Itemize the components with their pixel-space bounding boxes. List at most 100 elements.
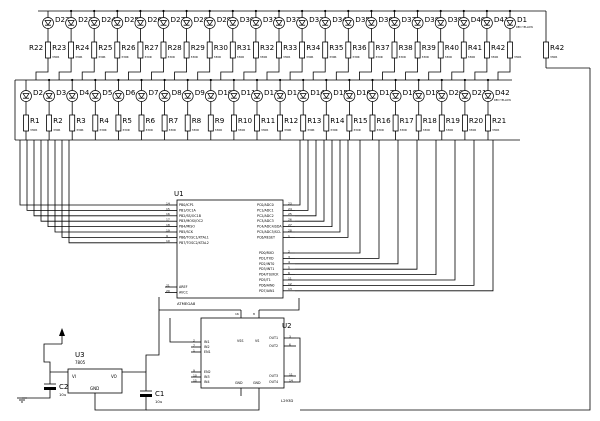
led-d19[interactable]: D19 (412, 88, 441, 102)
led-d5[interactable]: D5 (89, 88, 113, 102)
led-d24[interactable]: D24 (88, 15, 117, 29)
led-d35[interactable]: D35 (342, 15, 370, 29)
led-d34[interactable]: D34 (319, 15, 348, 29)
led-d22[interactable]: D22 (42, 15, 70, 29)
capacitor-c1[interactable]: C1 10u (140, 390, 164, 404)
led-d10[interactable]: D10 (204, 88, 233, 102)
led-d39[interactable]: D39 (434, 15, 463, 29)
led-d38[interactable]: D38 (411, 15, 440, 29)
resistor-body (229, 41, 236, 59)
wire (295, 140, 399, 265)
led-d37[interactable]: D37 (388, 15, 416, 29)
led-d25[interactable]: D25 (111, 15, 139, 29)
led-d12[interactable]: D12 (251, 88, 279, 102)
resistor-ref: R42 (550, 43, 564, 52)
led-d33[interactable]: D33 (296, 15, 324, 29)
led-d15[interactable]: D15 (320, 88, 348, 102)
led-d2[interactable]: D2 (20, 88, 44, 102)
driver-gnd-label: GND (253, 381, 261, 385)
led-d23[interactable]: D23 (65, 15, 93, 29)
led-d21[interactable]: D21 (459, 88, 487, 102)
led-d32[interactable]: D32 (273, 15, 301, 29)
regulator-u3[interactable]: U3 7805 VI VO GND (67, 351, 123, 394)
led-d36[interactable]: D36 (365, 15, 394, 29)
resistor-value: 330R (283, 55, 290, 59)
led-d3[interactable]: D3 (43, 88, 67, 102)
led-d20[interactable]: D20 (435, 88, 464, 102)
led-d29[interactable]: D29 (203, 15, 232, 29)
led-d28[interactable]: D28 (180, 15, 209, 29)
junction-dot (439, 9, 442, 13)
capacitor-c2[interactable]: C2 10u (44, 383, 68, 397)
led-d4[interactable]: D4 (66, 88, 90, 102)
led-d6[interactable]: D6 (112, 88, 136, 102)
resistor-value: 330R (307, 128, 314, 132)
led-d27[interactable]: D27 (157, 15, 185, 29)
led-d9[interactable]: D9 (181, 88, 205, 102)
led-d26[interactable]: D26 (134, 15, 163, 29)
led-d14[interactable]: D14 (297, 88, 326, 102)
resistor-value: 330R (445, 55, 452, 59)
led-d40[interactable]: D40 (457, 15, 486, 29)
led-d11[interactable]: D11 (228, 88, 256, 102)
led-d8[interactable]: D8 (158, 88, 182, 102)
resistor-value: 330R (491, 55, 498, 59)
led-d41[interactable]: D41 (481, 15, 509, 29)
led-d7[interactable]: D7 (135, 88, 159, 102)
led-d13[interactable]: D13 (274, 88, 302, 102)
led-d18[interactable]: D18 (389, 88, 418, 102)
led-d31[interactable]: D31 (250, 15, 278, 29)
wire (295, 140, 456, 281)
led-d30[interactable]: D30 (226, 15, 255, 29)
led-d16[interactable]: D16 (343, 88, 372, 102)
led-d17[interactable]: D17 (366, 88, 394, 102)
